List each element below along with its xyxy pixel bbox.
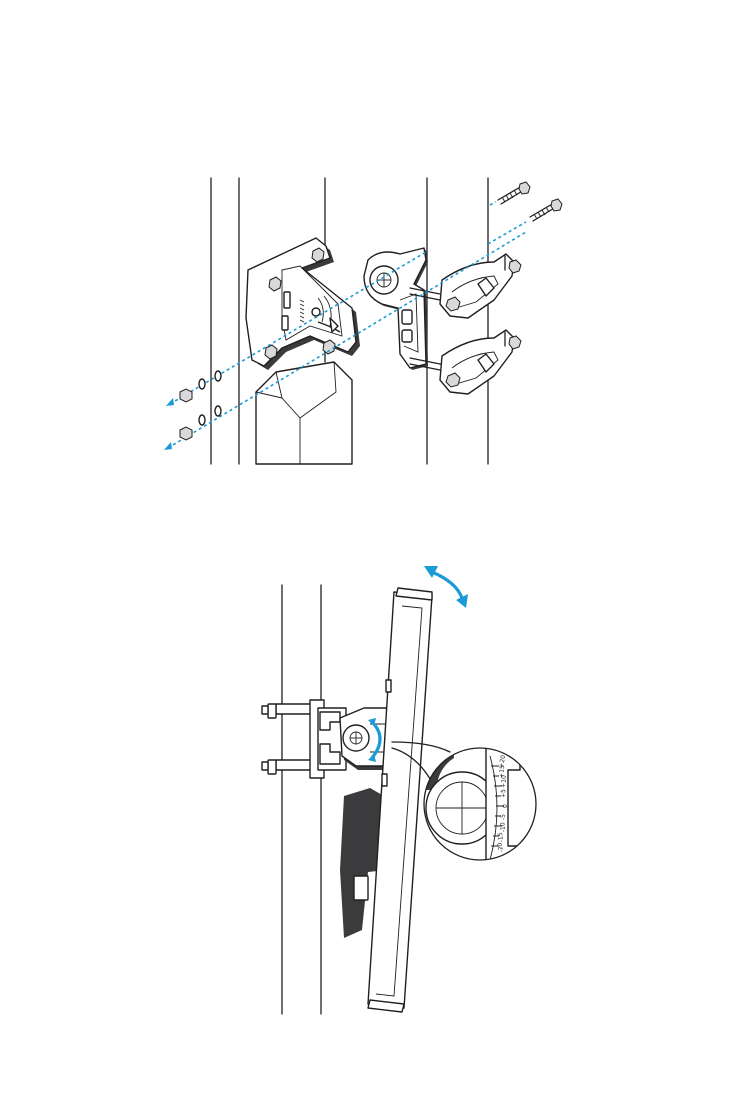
figure-top-exploded-view bbox=[164, 178, 562, 464]
nut-washer-set-upper bbox=[180, 371, 221, 402]
nut-washer-set-lower bbox=[180, 406, 221, 440]
pole-clamp-side-view bbox=[262, 700, 346, 778]
scale-label: -15 bbox=[497, 832, 505, 843]
pole-clamp-upper bbox=[440, 254, 521, 318]
pole-bracket bbox=[364, 248, 428, 370]
scale-label: -10 bbox=[499, 822, 507, 832]
scale-label: 0 bbox=[502, 804, 509, 808]
scale-label: +10 bbox=[500, 775, 508, 788]
wall-mount-plate bbox=[246, 238, 360, 370]
figure-bottom-tilt-view: +20 +15 +10 +5 0 -5 -10 -15 -20 bbox=[262, 566, 536, 1014]
mounting-bolt-lower bbox=[530, 199, 562, 221]
scale-label: -5 bbox=[500, 814, 507, 820]
guide-line-bolt bbox=[490, 202, 496, 205]
arrowhead-lower bbox=[164, 442, 172, 450]
guide-line-bolt-2 bbox=[488, 222, 526, 244]
arrowhead-upper bbox=[166, 398, 174, 406]
scale-label: +5 bbox=[500, 789, 507, 798]
pole-clamp-lower bbox=[440, 330, 521, 394]
mounting-bolt-upper bbox=[498, 182, 530, 204]
antenna-body-top-figure bbox=[256, 362, 352, 464]
antenna-panel bbox=[340, 588, 432, 1012]
pole-lines-bottom bbox=[282, 585, 321, 1014]
tilt-scale-zoom-callout: +20 +15 +10 +5 0 -5 -10 -15 -20 bbox=[418, 742, 536, 870]
